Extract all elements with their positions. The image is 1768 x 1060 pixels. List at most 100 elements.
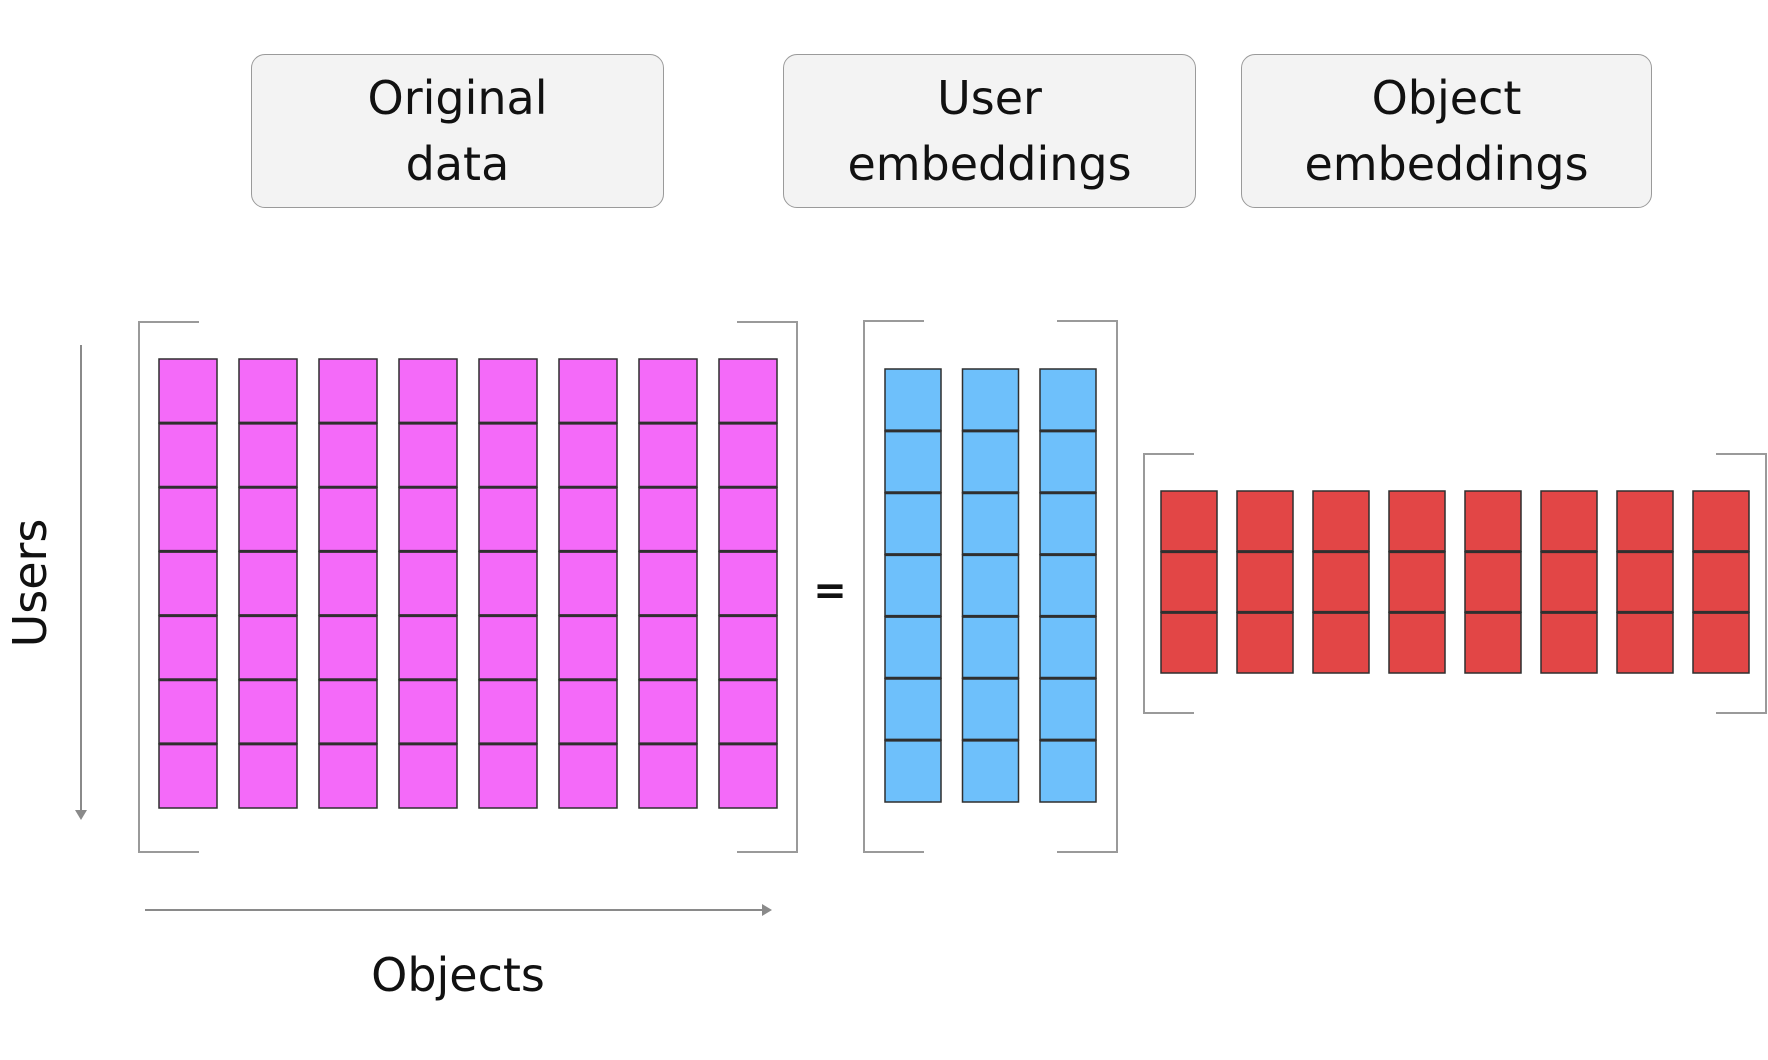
original-data-label-line1: Original (367, 71, 548, 125)
original-data-matrix-right-bracket (737, 321, 798, 853)
original-data-label-line2: data (405, 137, 510, 191)
user-embeddings-matrix-cell (1039, 368, 1097, 432)
user-embeddings-matrix-cell (961, 739, 1020, 803)
matrix-brackets (138, 320, 1767, 853)
original-data-matrix-cell (558, 614, 618, 681)
object-embeddings-matrix-cell (1388, 611, 1446, 674)
user-embeddings-matrix-cell (961, 615, 1020, 680)
original-data-matrix-cell (398, 614, 458, 681)
objects-axis-arrowhead (762, 904, 772, 916)
original-data-matrix-cell (558, 678, 618, 745)
original-data-matrix-cell (318, 678, 378, 745)
original-data-matrix-cell (158, 743, 218, 809)
original-data-matrix-cell (398, 486, 458, 553)
original-data-label-box: Original data (251, 54, 664, 208)
users-axis-label: Users (3, 518, 57, 648)
user-embeddings-matrix-cell (1039, 553, 1097, 618)
original-data-matrix-cell (718, 422, 778, 489)
object-embeddings-label-line2: embeddings (1304, 137, 1589, 191)
user-embeddings-matrix-cell (961, 491, 1020, 556)
user-embeddings-matrix-cell (884, 553, 942, 618)
object-embeddings-matrix-cell (1692, 550, 1750, 614)
original-data-matrix-cell (398, 422, 458, 489)
original-data-matrix-cell (238, 678, 298, 745)
original-data-matrix-cell (478, 678, 538, 745)
original-data-matrix-cell (478, 743, 538, 809)
object-embeddings-matrix-cell (1312, 550, 1370, 614)
axis-arrows (75, 345, 772, 916)
original-data-matrix-cell (478, 358, 538, 424)
original-data-matrix-cell (718, 614, 778, 681)
user-embeddings-matrix-cell (961, 677, 1020, 741)
original-data-matrix-cell (718, 486, 778, 553)
original-data-matrix-cell (318, 358, 378, 424)
original-data-matrix-cell (318, 614, 378, 681)
original-data-matrix-cell (158, 358, 218, 424)
matrix-cells (158, 358, 1750, 809)
user-embeddings-matrix-cell (1039, 677, 1097, 741)
original-data-matrix-cell (318, 743, 378, 809)
original-data-matrix-cell (238, 743, 298, 809)
object-embeddings-matrix-left-bracket (1143, 453, 1194, 714)
original-data-matrix-cell (318, 422, 378, 489)
object-embeddings-matrix-cell (1692, 611, 1750, 674)
original-data-matrix-cell (718, 678, 778, 745)
user-embeddings-matrix-cell (1039, 430, 1097, 494)
object-embeddings-matrix-cell (1236, 550, 1294, 614)
original-data-matrix-cell (318, 486, 378, 553)
original-data-matrix-cell (638, 550, 698, 617)
original-data-matrix-cell (638, 358, 698, 424)
original-data-matrix-cell (158, 614, 218, 681)
user-embeddings-label-box: User embeddings (783, 54, 1196, 208)
original-data-matrix-cell (158, 486, 218, 553)
original-data-matrix-cell (238, 550, 298, 617)
object-embeddings-matrix-cell (1540, 611, 1598, 674)
object-embeddings-matrix-cell (1692, 490, 1750, 553)
original-data-matrix-cell (638, 678, 698, 745)
object-embeddings-matrix-cell (1388, 490, 1446, 553)
user-embeddings-matrix-right-bracket (1057, 320, 1118, 853)
user-embeddings-matrix-cell (1039, 615, 1097, 680)
original-data-matrix-cell (478, 614, 538, 681)
original-data-matrix-cell (558, 743, 618, 809)
object-embeddings-matrix-cell (1236, 490, 1294, 553)
original-data-matrix-cell (558, 358, 618, 424)
original-data-matrix-cell (398, 550, 458, 617)
original-data-matrix-cell (718, 550, 778, 617)
user-embeddings-matrix-cell (961, 368, 1020, 432)
original-data-matrix-cell (158, 422, 218, 489)
user-embeddings-matrix-cell (884, 368, 942, 432)
user-embeddings-matrix-cell (884, 677, 942, 741)
object-embeddings-label-line1: Object (1371, 71, 1522, 125)
original-data-matrix-cell (238, 614, 298, 681)
user-embeddings-matrix-cell (961, 430, 1020, 494)
original-data-matrix-cell (638, 486, 698, 553)
object-embeddings-matrix-cell (1312, 490, 1370, 553)
user-embeddings-matrix-left-bracket (863, 320, 924, 853)
original-data-matrix-cell (238, 486, 298, 553)
original-data-matrix-cell (398, 678, 458, 745)
original-data-matrix-cell (478, 422, 538, 489)
user-embeddings-matrix-cell (884, 739, 942, 803)
original-data-matrix-cell (638, 422, 698, 489)
original-data-matrix-left-bracket (138, 321, 199, 853)
object-embeddings-matrix-cell (1160, 611, 1218, 674)
object-embeddings-matrix-cell (1464, 490, 1522, 553)
object-embeddings-matrix-cell (1464, 611, 1522, 674)
users-axis-arrowhead (75, 810, 87, 820)
object-embeddings-matrix-cell (1540, 550, 1598, 614)
original-data-matrix-cell (718, 743, 778, 809)
original-data-matrix-cell (158, 678, 218, 745)
user-embeddings-label-line1: User (937, 71, 1042, 125)
object-embeddings-matrix-cell (1160, 490, 1218, 553)
object-embeddings-matrix-cell (1160, 550, 1218, 614)
original-data-matrix-cell (638, 614, 698, 681)
original-data-matrix-cell (558, 550, 618, 617)
equals-sign: = (813, 568, 847, 614)
user-embeddings-matrix-cell (961, 553, 1020, 618)
original-data-matrix-cell (398, 743, 458, 809)
object-embeddings-matrix-cell (1236, 611, 1294, 674)
objects-axis-label: Objects (371, 948, 545, 1002)
user-embeddings-matrix-cell (1039, 739, 1097, 803)
